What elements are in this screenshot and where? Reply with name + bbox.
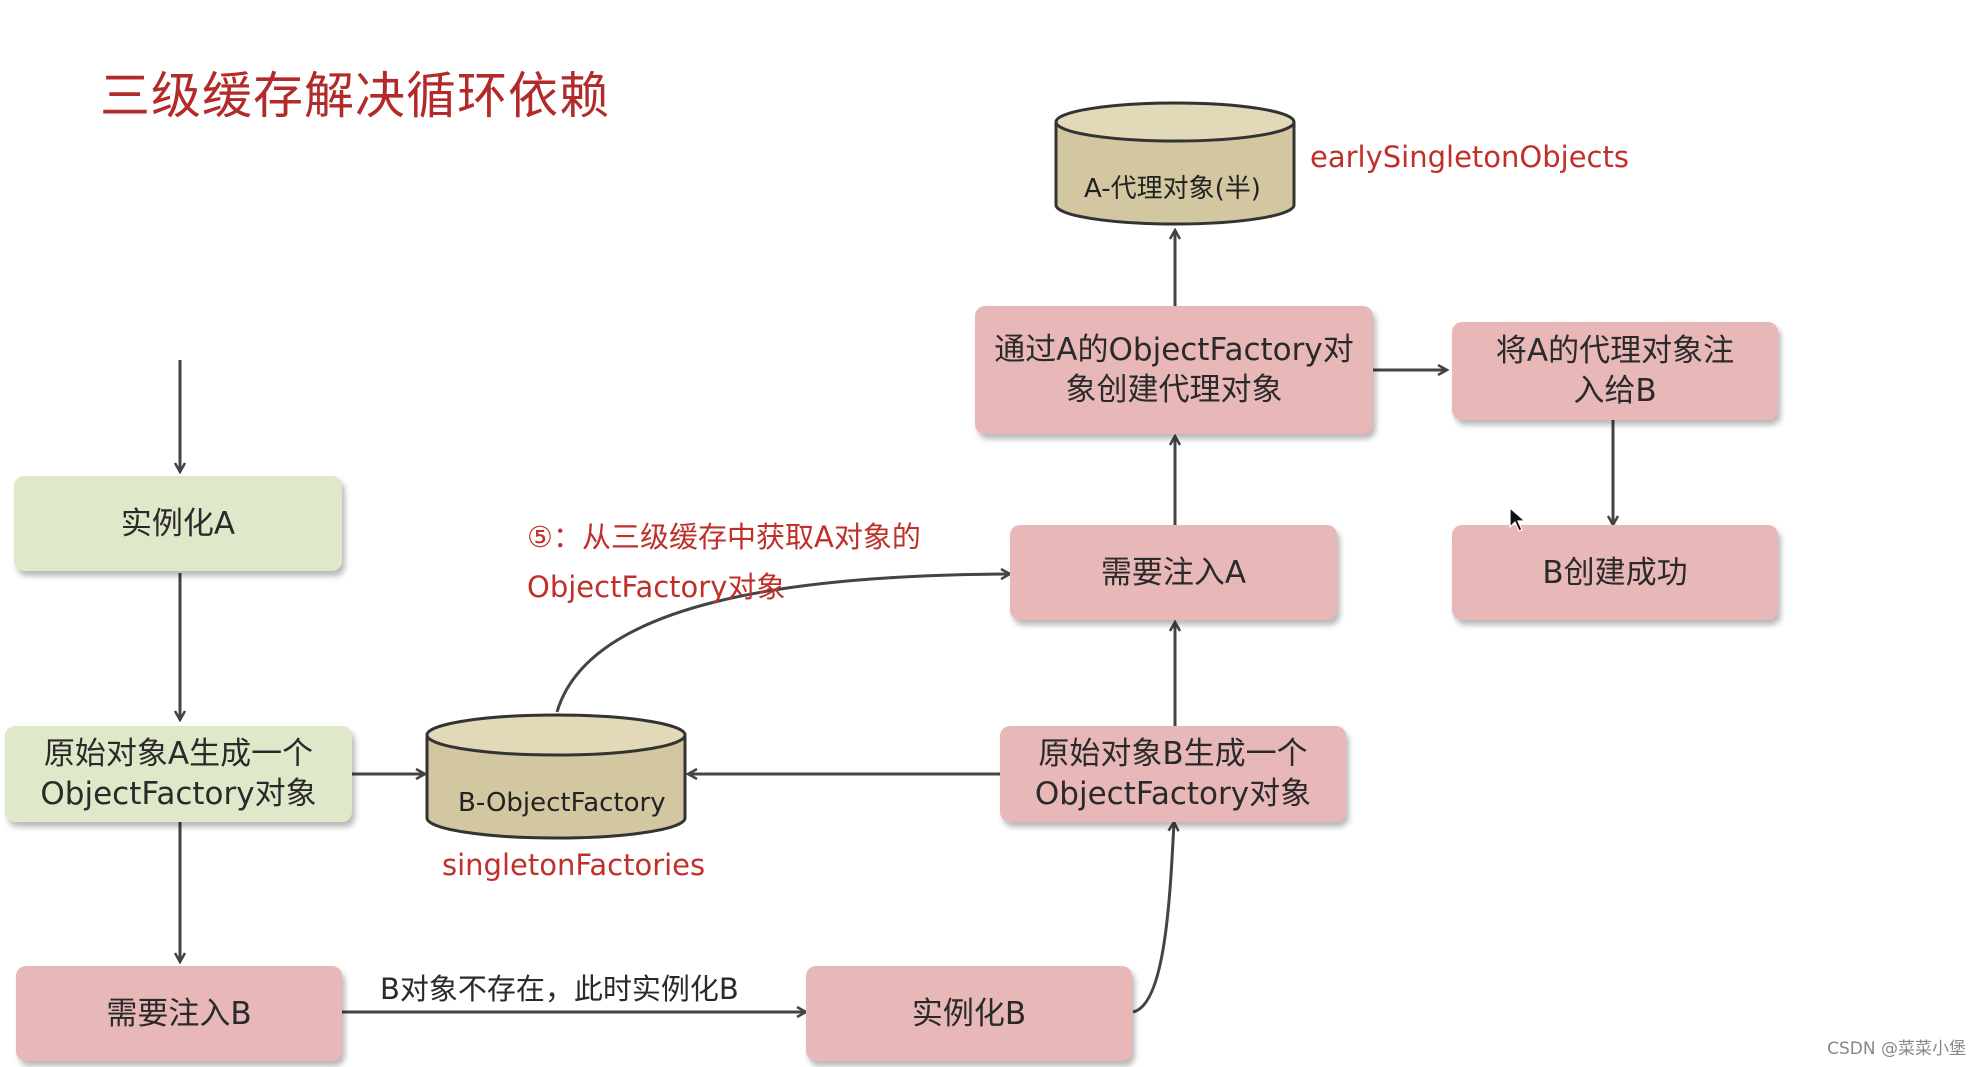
b-created-box: B创建成功	[1452, 525, 1778, 620]
factory-b-box: 原始对象B生成一个 ObjectFactory对象	[1000, 726, 1346, 822]
instantiate-a-label: 实例化A	[120, 505, 236, 542]
need-inject-b-label: 需要注入B	[106, 995, 252, 1032]
factory-a-line2: ObjectFactory对象	[40, 776, 317, 812]
b-not-exist-annotation: B对象不存在，此时实例化B	[380, 972, 739, 1006]
factory-a-line1: 原始对象A生成一个	[43, 736, 314, 772]
singleton-factories-cylinder	[425, 713, 687, 840]
arrow-instantiate-b-to-factory-b	[1132, 822, 1174, 1014]
early-cache-name: earlySingletonObjects	[1310, 140, 1629, 174]
factories-cache-name: singletonFactories	[442, 848, 706, 882]
inject-proxy-b-box: 将A的代理对象注 入给B	[1452, 322, 1778, 420]
inject-proxy-b-line2: 入给B	[1573, 373, 1657, 409]
instantiate-a-box: 实例化A	[14, 476, 342, 571]
early-singleton-cylinder	[1054, 101, 1296, 226]
factories-cache-content: B-ObjectFactory	[458, 788, 666, 818]
instantiate-b-label: 实例化B	[911, 995, 1027, 1032]
step5-annotation-line1: ⑤：从三级缓存中获取A对象的	[527, 520, 921, 554]
need-inject-a-label: 需要注入A	[1100, 554, 1247, 591]
watermark: CSDN @菜菜小堡	[1827, 1039, 1966, 1059]
inject-proxy-b-line1: 将A的代理对象注	[1495, 333, 1735, 369]
arrow-cache-to-need-a	[555, 574, 1010, 713]
step5-annotation-line2: ObjectFactory对象	[527, 570, 786, 604]
create-proxy-line1: 通过A的ObjectFactory对	[994, 332, 1354, 368]
create-proxy-line2: 象创建代理对象	[1065, 372, 1283, 408]
factory-b-line2: ObjectFactory对象	[1034, 776, 1312, 812]
need-inject-a-box: 需要注入A	[1010, 525, 1337, 620]
instantiate-b-box: 实例化B	[806, 966, 1132, 1061]
factory-b-line1: 原始对象B生成一个	[1038, 736, 1308, 772]
b-created-label: B创建成功	[1542, 554, 1688, 591]
page-title: 三级缓存解决循环依赖	[100, 67, 610, 125]
mouse-cursor-icon	[1509, 507, 1527, 532]
early-cache-content: A-代理对象(半)	[1084, 174, 1261, 204]
need-inject-b-box: 需要注入B	[16, 966, 342, 1061]
factory-a-box: 原始对象A生成一个 ObjectFactory对象	[5, 726, 352, 822]
create-proxy-box: 通过A的ObjectFactory对 象创建代理对象	[975, 306, 1373, 434]
